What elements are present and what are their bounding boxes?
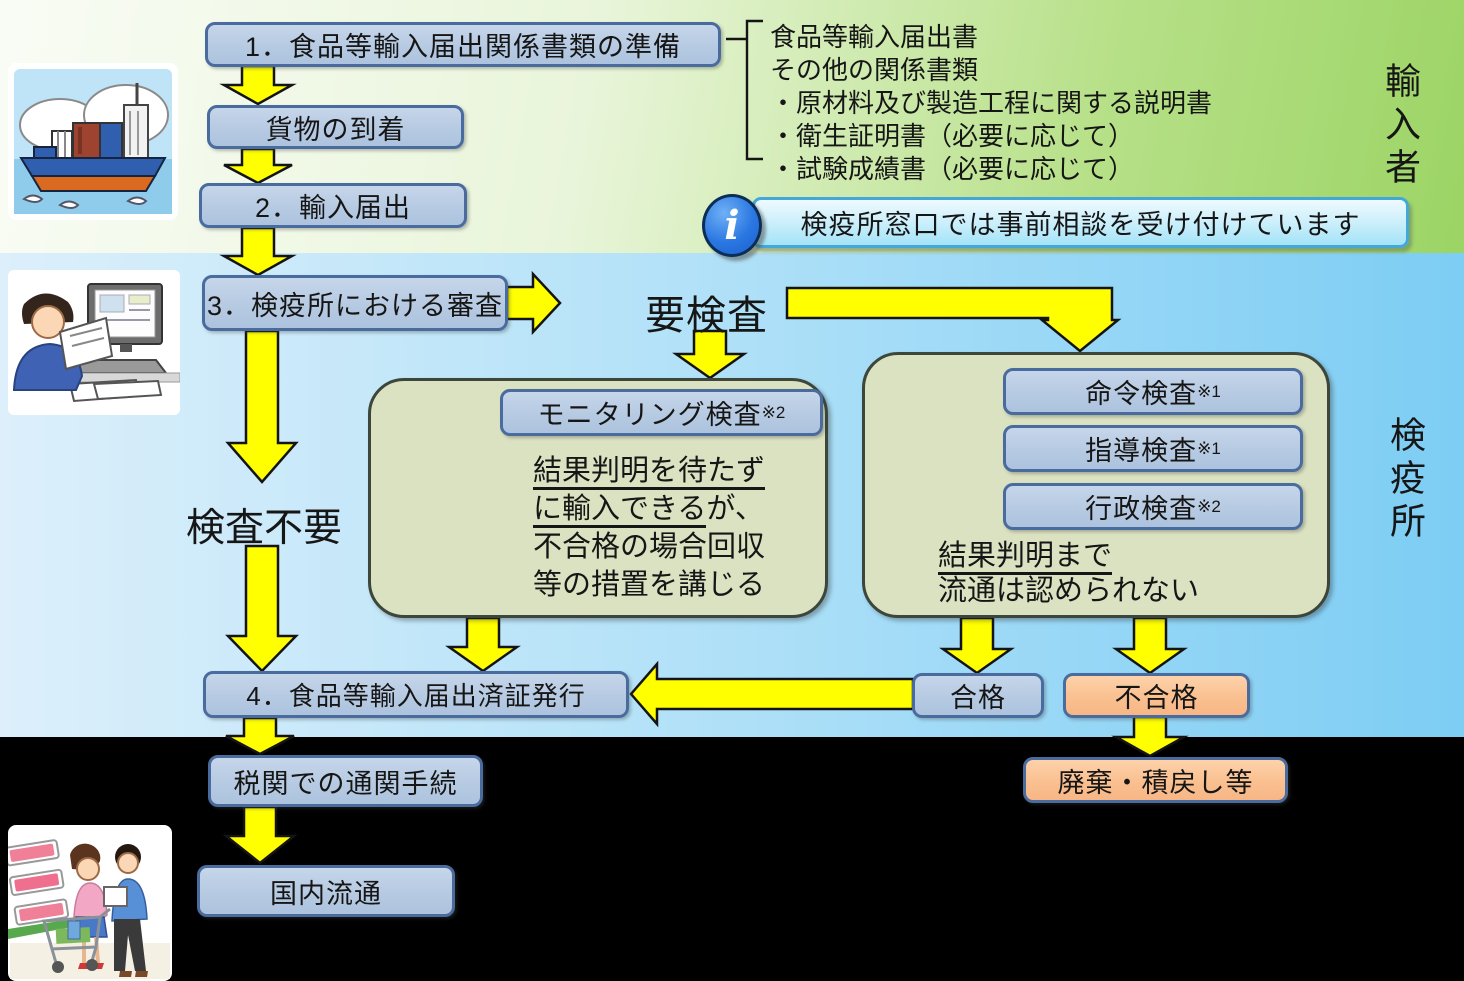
- mandatory-description-line2: 流通は認められない: [938, 575, 1200, 607]
- step4-certificate-issue-box: 4．食品等輸入届出済証発行: [203, 671, 629, 718]
- guidance-inspection-note: ※1: [1197, 438, 1221, 458]
- monitoring-inspection-note: ※2: [761, 402, 786, 422]
- mandatory-description: 結果判明まで 流通は認められない: [938, 539, 1199, 609]
- info-icon-glyph: i: [724, 202, 740, 249]
- monitoring-inspection-box: モニタリング検査※2: [500, 389, 823, 436]
- documents-list: 食品等輸入届出書 その他の関係書類 ・原材料及び製造工程に関する説明書 ・衛生証…: [770, 21, 1212, 186]
- mandatory-description-line1: 結果判明まで: [938, 539, 1199, 575]
- order-inspection-label: 命令検査: [1085, 379, 1198, 409]
- order-inspection-note: ※1: [1197, 381, 1221, 401]
- monitoring-description-line3: 不合格の場合回収: [533, 531, 766, 563]
- step2-label: 2．輸入届出: [254, 193, 412, 223]
- documents-line-4: ・衛生証明書（必要に応じて）: [770, 121, 1135, 151]
- lane-label-quarantine-station: 検疫所: [1385, 416, 1426, 545]
- documents-line-1: 食品等輸入届出書: [770, 22, 979, 52]
- monitoring-description-line2: に輸入できるが、: [533, 490, 765, 528]
- administrative-inspection-label: 行政検査: [1085, 494, 1198, 524]
- document-examiner-illustration: [8, 270, 180, 415]
- guidance-inspection-box: 指導検査※1: [1003, 425, 1303, 472]
- guidance-inspection-label: 指導検査: [1085, 436, 1198, 466]
- step4-label: 4．食品等輸入届出済証発行: [246, 681, 586, 711]
- administrative-inspection-box: 行政検査※2: [1003, 483, 1303, 530]
- fail-box: 不合格: [1063, 673, 1250, 718]
- monitoring-description-line4: 等の措置を講じる: [533, 569, 766, 601]
- inspection-required-text: 要検査: [645, 294, 768, 338]
- step1-label: 1．食品等輸入届出関係書類の準備: [244, 32, 681, 62]
- documents-line-5: ・試験成績書（必要に応じて）: [770, 154, 1135, 184]
- monitoring-description-line1: 結果判明を待たず: [533, 452, 766, 490]
- pre-consultation-text: 検疫所窓口では事前相談を受け付けています: [800, 210, 1361, 240]
- fail-label: 不合格: [1114, 683, 1199, 713]
- domestic-distribution-box: 国内流通: [197, 865, 455, 917]
- step3-quarantine-review-box: 3．検疫所における審査: [202, 275, 508, 331]
- order-inspection-box: 命令検査※1: [1003, 368, 1303, 415]
- info-icon: i: [702, 194, 762, 257]
- supermarket-shoppers-illustration: [8, 825, 172, 981]
- lane-label-importer: 輸入者: [1380, 62, 1421, 191]
- step2-import-notification-box: 2．輸入届出: [199, 183, 467, 228]
- domestic-distribution-label: 国内流通: [270, 878, 382, 909]
- pass-label: 合格: [950, 683, 1006, 713]
- disposal-return-label: 廃棄・積戻し等: [1057, 767, 1254, 798]
- documents-line-3: ・原材料及び製造工程に関する説明書: [770, 88, 1213, 118]
- customs-clearance-label: 税関での通関手続: [233, 768, 458, 799]
- inspection-not-required-text: 検査不要: [186, 507, 343, 550]
- pass-box: 合格: [912, 673, 1044, 718]
- monitoring-inspection-label: モニタリング検査: [537, 400, 762, 430]
- step3-label: 3．検疫所における審査: [206, 290, 504, 321]
- disposal-return-box: 廃棄・積戻し等: [1023, 757, 1288, 803]
- pre-consultation-banner: 検疫所窓口では事前相談を受け付けています: [752, 197, 1409, 248]
- cargo-arrival-box: 貨物の到着: [207, 105, 464, 149]
- documents-line-2: その他の関係書類: [770, 55, 979, 85]
- step1-document-preparation-box: 1．食品等輸入届出関係書類の準備: [205, 22, 721, 67]
- monitoring-description: 結果判明を待たず に輸入できるが、 不合格の場合回収 等の措置を講じる: [533, 452, 766, 604]
- cargo-ship-illustration: [8, 63, 178, 220]
- administrative-inspection-note: ※2: [1197, 496, 1221, 516]
- cargo-arrival-label: 貨物の到着: [265, 114, 406, 145]
- customs-clearance-box: 税関での通関手続: [208, 755, 483, 807]
